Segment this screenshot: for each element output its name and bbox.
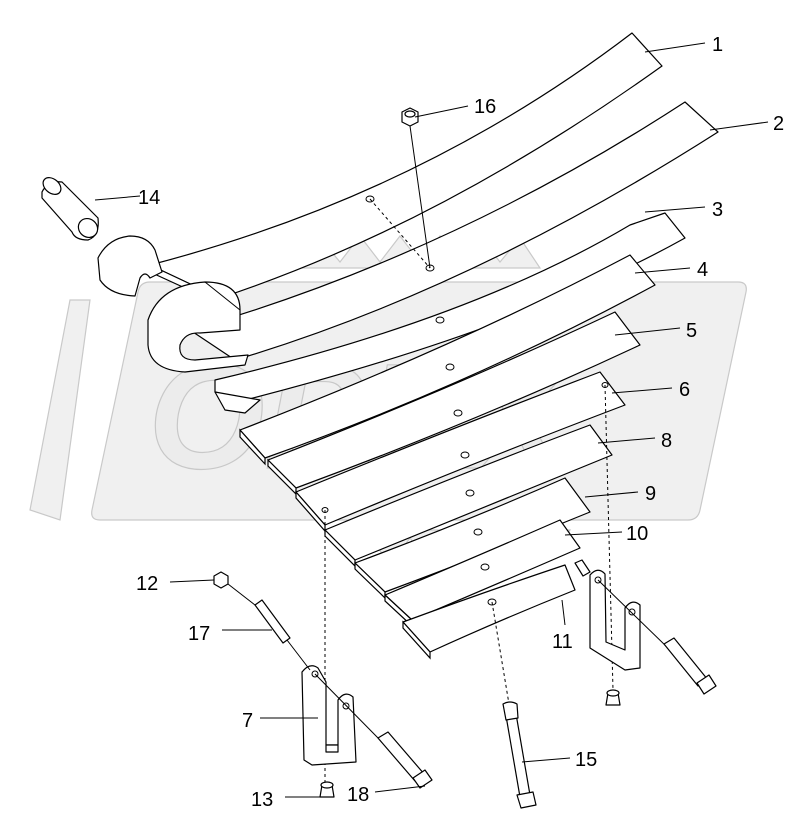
clip-bolt-left [314,673,433,789]
callout-7: 7 [242,710,253,732]
callout-labels: 1 2 3 4 5 6 7 8 9 10 11 12 13 14 15 16 1… [136,34,784,811]
clip-bracket-right [589,569,641,671]
leaf-5 [267,311,641,496]
leaf-10 [384,519,581,628]
clip-bracket-left [301,665,357,766]
leaf-4 [239,254,656,466]
callout-10: 10 [626,523,648,545]
leaf-3 [214,212,686,414]
callout-4: 4 [697,259,708,281]
rivet-left [319,781,335,798]
spring-eye-lower [147,281,249,373]
spacer-tube-right [574,559,591,577]
center-bolt [502,701,537,809]
callout-9: 9 [645,483,656,505]
clip-bolt-right [597,579,717,695]
callout-15: 15 [575,749,597,771]
bushing-sleeve [41,177,99,241]
callout-14: 14 [138,187,160,209]
callout-2: 2 [773,113,784,135]
callout-17: 17 [188,623,210,645]
callout-3: 3 [712,199,723,221]
leaf-6 [295,371,626,533]
callout-1: 1 [712,34,723,56]
callout-5: 5 [686,320,697,342]
callout-16: 16 [474,96,496,118]
spacer-tube-left [254,599,311,671]
callout-12: 12 [136,573,158,595]
callout-8: 8 [661,430,672,452]
leaf-9 [354,477,591,600]
center-nut [401,107,431,269]
leaf-8 [324,424,613,568]
clip-nut [213,571,256,606]
leaf-11 [402,564,576,660]
rivet-right [605,689,621,706]
callout-11: 11 [552,631,573,653]
callout-6: 6 [679,379,690,401]
spring-eye-upper [97,235,163,297]
callout-leaders [94,42,769,798]
callout-13: 13 [251,789,273,811]
alignment-lines [324,198,614,790]
callout-18: 18 [347,784,369,806]
